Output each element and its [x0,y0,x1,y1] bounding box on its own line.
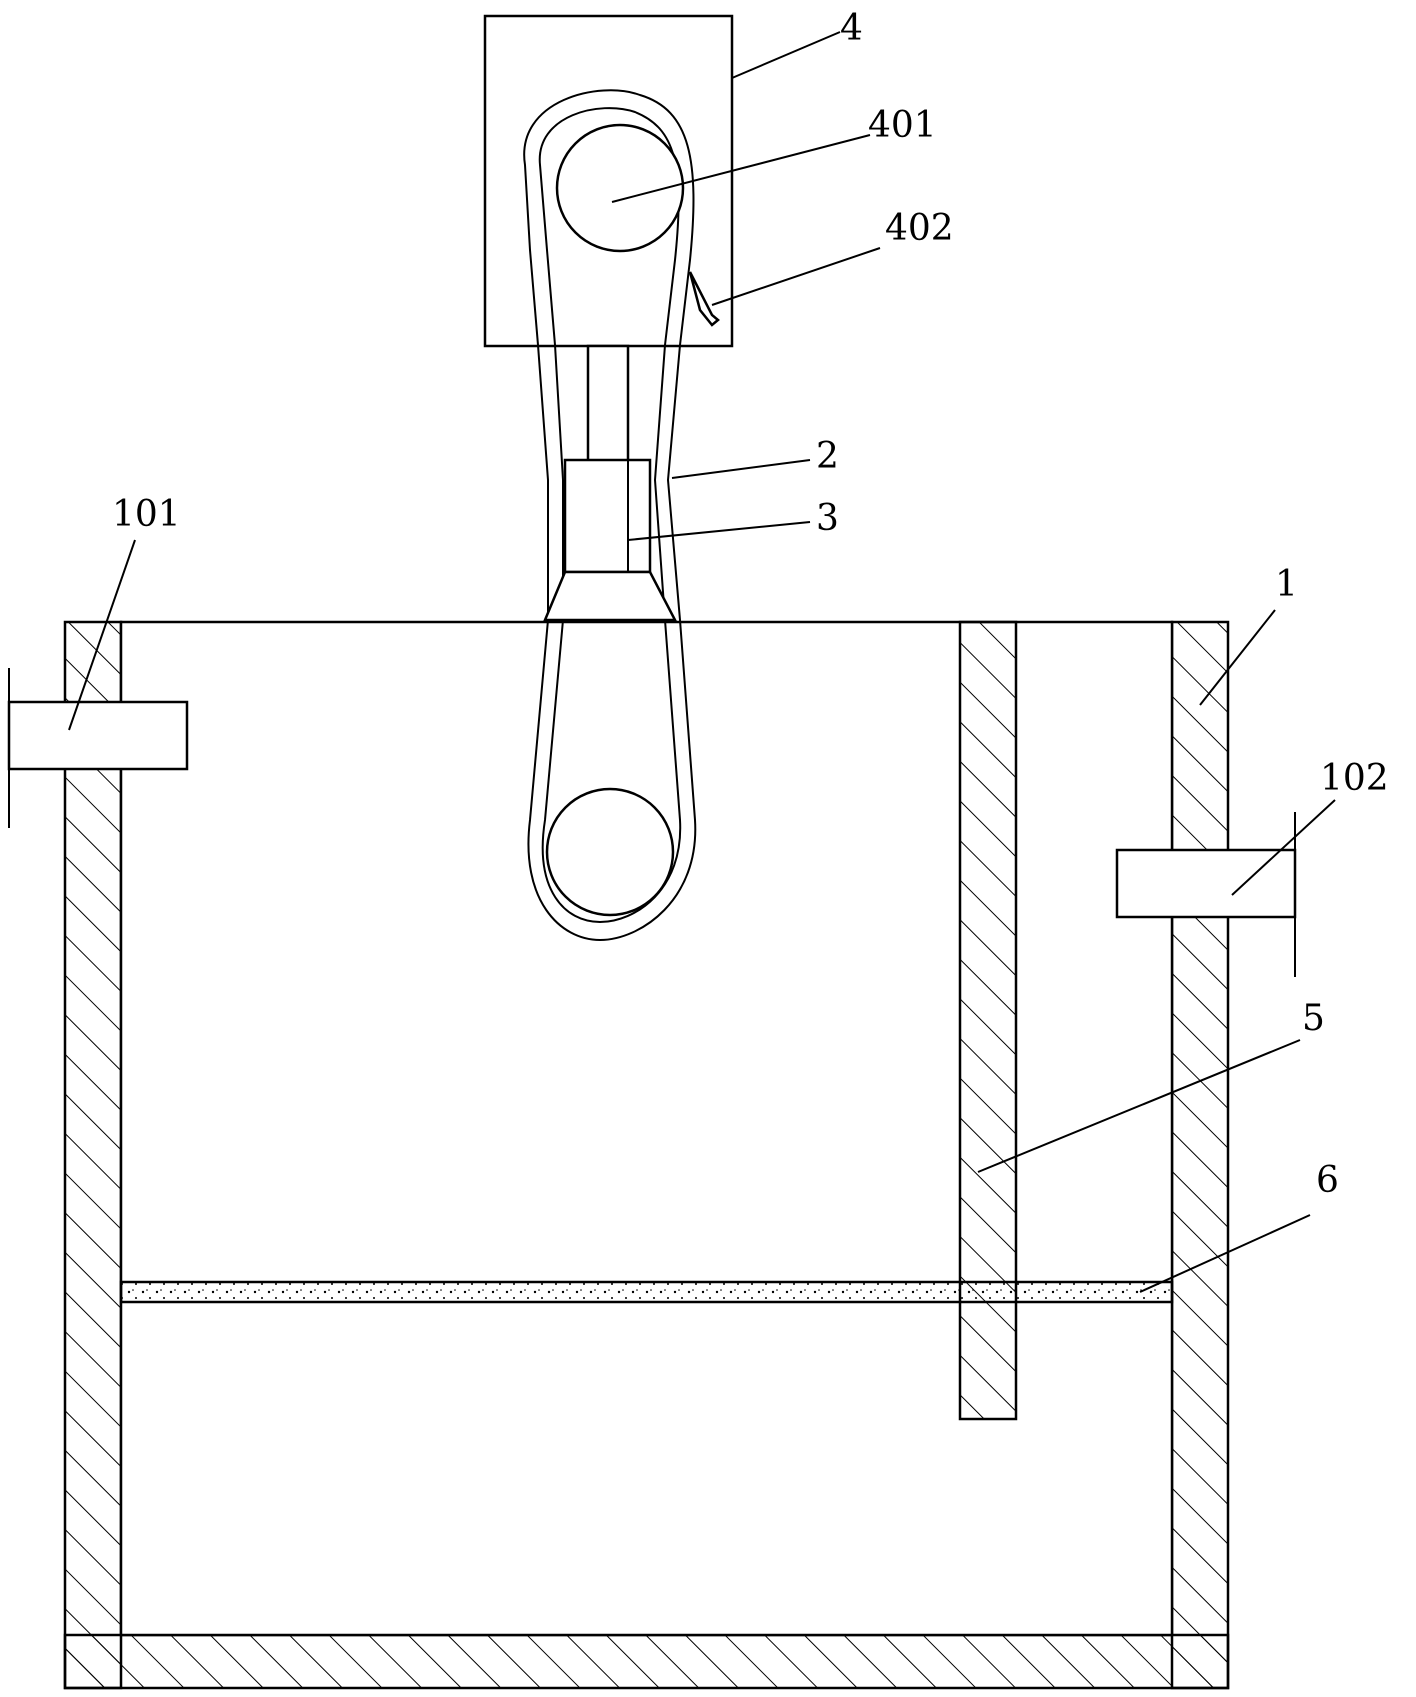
label-inlet-pipe: 101 [112,494,181,535]
label-belt: 2 [816,436,839,477]
baffle-plate [958,620,1018,1421]
outlet-pipe [1115,812,1297,977]
tank-bottom-wall [63,1633,1230,1690]
tank [63,620,1230,1690]
tensioner-pin [688,271,720,327]
label-pin: 402 [885,208,954,249]
leader-lines [68,31,1336,1293]
label-filter-layer: 6 [1316,1160,1339,1201]
belt-outer [523,89,697,942]
filter-layer [119,1280,1174,1304]
label-baffle: 5 [1302,998,1325,1039]
label-tank: 1 [1275,564,1298,605]
rod-assembly [543,344,678,622]
label-drive-box: 4 [840,8,863,49]
belt-inner [538,107,682,924]
tank-left-wall [63,620,123,1690]
label-outlet-pipe: 102 [1320,758,1389,799]
inlet-pipe [7,668,189,828]
label-upper-wheel: 401 [868,105,937,146]
upper-wheel [555,123,685,253]
label-rod: 3 [816,498,839,539]
lower-wheel [545,787,675,917]
tank-right-wall [1170,620,1230,1690]
